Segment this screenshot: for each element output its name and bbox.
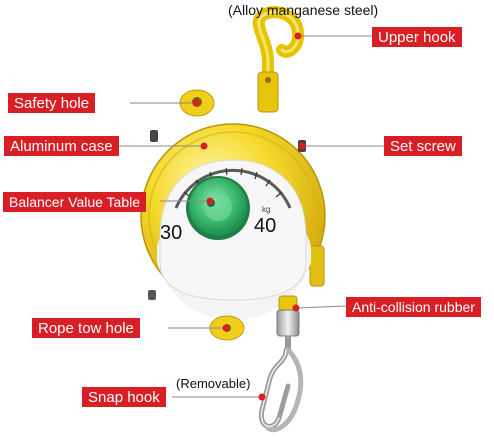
dial-unit: kg <box>262 205 270 214</box>
label-upper-hook: Upper hook <box>372 27 462 47</box>
marker-dots <box>192 32 306 401</box>
alloy-note: (Alloy manganese steel) <box>228 2 379 18</box>
label-aluminum-case: Aluminum case <box>4 136 119 156</box>
label-rope-tow-hole: Rope tow hole <box>32 318 140 338</box>
leader-lines <box>118 35 384 398</box>
snap-hook-graphic <box>258 347 304 433</box>
upper-hook-graphic <box>252 6 305 113</box>
dial-value-right: 40 <box>254 215 276 237</box>
dial-value-left: 30 <box>160 222 182 244</box>
label-balancer-value-table: Balancer Value Table <box>3 192 147 212</box>
label-snap-hook: Snap hook <box>82 387 166 407</box>
label-anti-collision-rubber: Anti-collision rubber <box>346 297 481 317</box>
rope-outlet-graphic <box>276 295 300 350</box>
dial-face-graphic: 30 40 kg <box>157 159 311 321</box>
label-safety-hole: Safety hole <box>8 93 96 113</box>
label-set-screw: Set screw <box>384 136 462 156</box>
removable-note: (Removable) <box>176 376 251 391</box>
